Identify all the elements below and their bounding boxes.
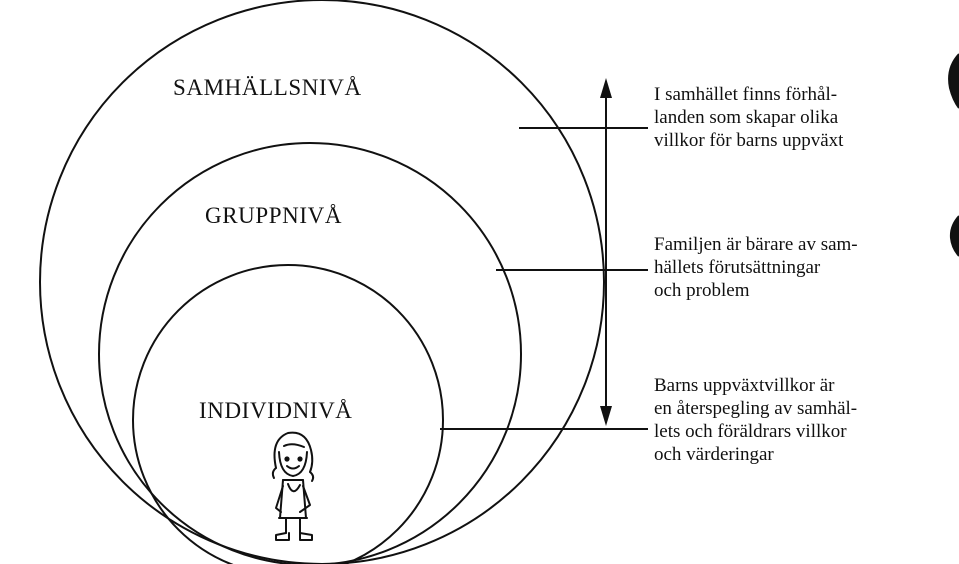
society-level-label: SAMHÄLLSNIVÅ bbox=[173, 75, 362, 100]
individual-description-line: Barns uppväxtvillkor är bbox=[654, 375, 835, 396]
group-description-line: och problem bbox=[654, 280, 750, 301]
group-description-line: Familjen är bärare av sam- bbox=[654, 234, 858, 255]
society-description-line: I samhället finns förhål- bbox=[654, 84, 838, 105]
group-level-label: GRUPPNIVÅ bbox=[205, 203, 343, 228]
individual-circle bbox=[132, 264, 444, 564]
edge-mark-top bbox=[948, 53, 959, 109]
group-description: Familjen är bärare av sam- hällets förut… bbox=[654, 233, 858, 302]
individual-description: Barns uppväxtvillkor är en återspegling … bbox=[654, 374, 857, 466]
society-description: I samhället finns förhål- landen som ska… bbox=[654, 83, 843, 152]
society-description-line: landen som skapar olika bbox=[654, 107, 839, 128]
individual-description-line: och värderingar bbox=[654, 444, 774, 465]
individual-level-label: INDIVIDNIVÅ bbox=[199, 398, 353, 423]
society-description-line: villkor för barns uppväxt bbox=[654, 130, 844, 151]
edge-mark-middle bbox=[949, 215, 959, 257]
child-figure-icon bbox=[271, 431, 315, 541]
double-arrow-icon bbox=[600, 78, 612, 426]
group-circle bbox=[98, 142, 522, 564]
individual-description-line: lets och föräldrars villkor bbox=[654, 421, 847, 442]
group-description-line: hällets förutsättningar bbox=[654, 257, 821, 278]
society-circle bbox=[39, 0, 605, 564]
individual-description-line: en återspegling av samhäl- bbox=[654, 398, 858, 419]
